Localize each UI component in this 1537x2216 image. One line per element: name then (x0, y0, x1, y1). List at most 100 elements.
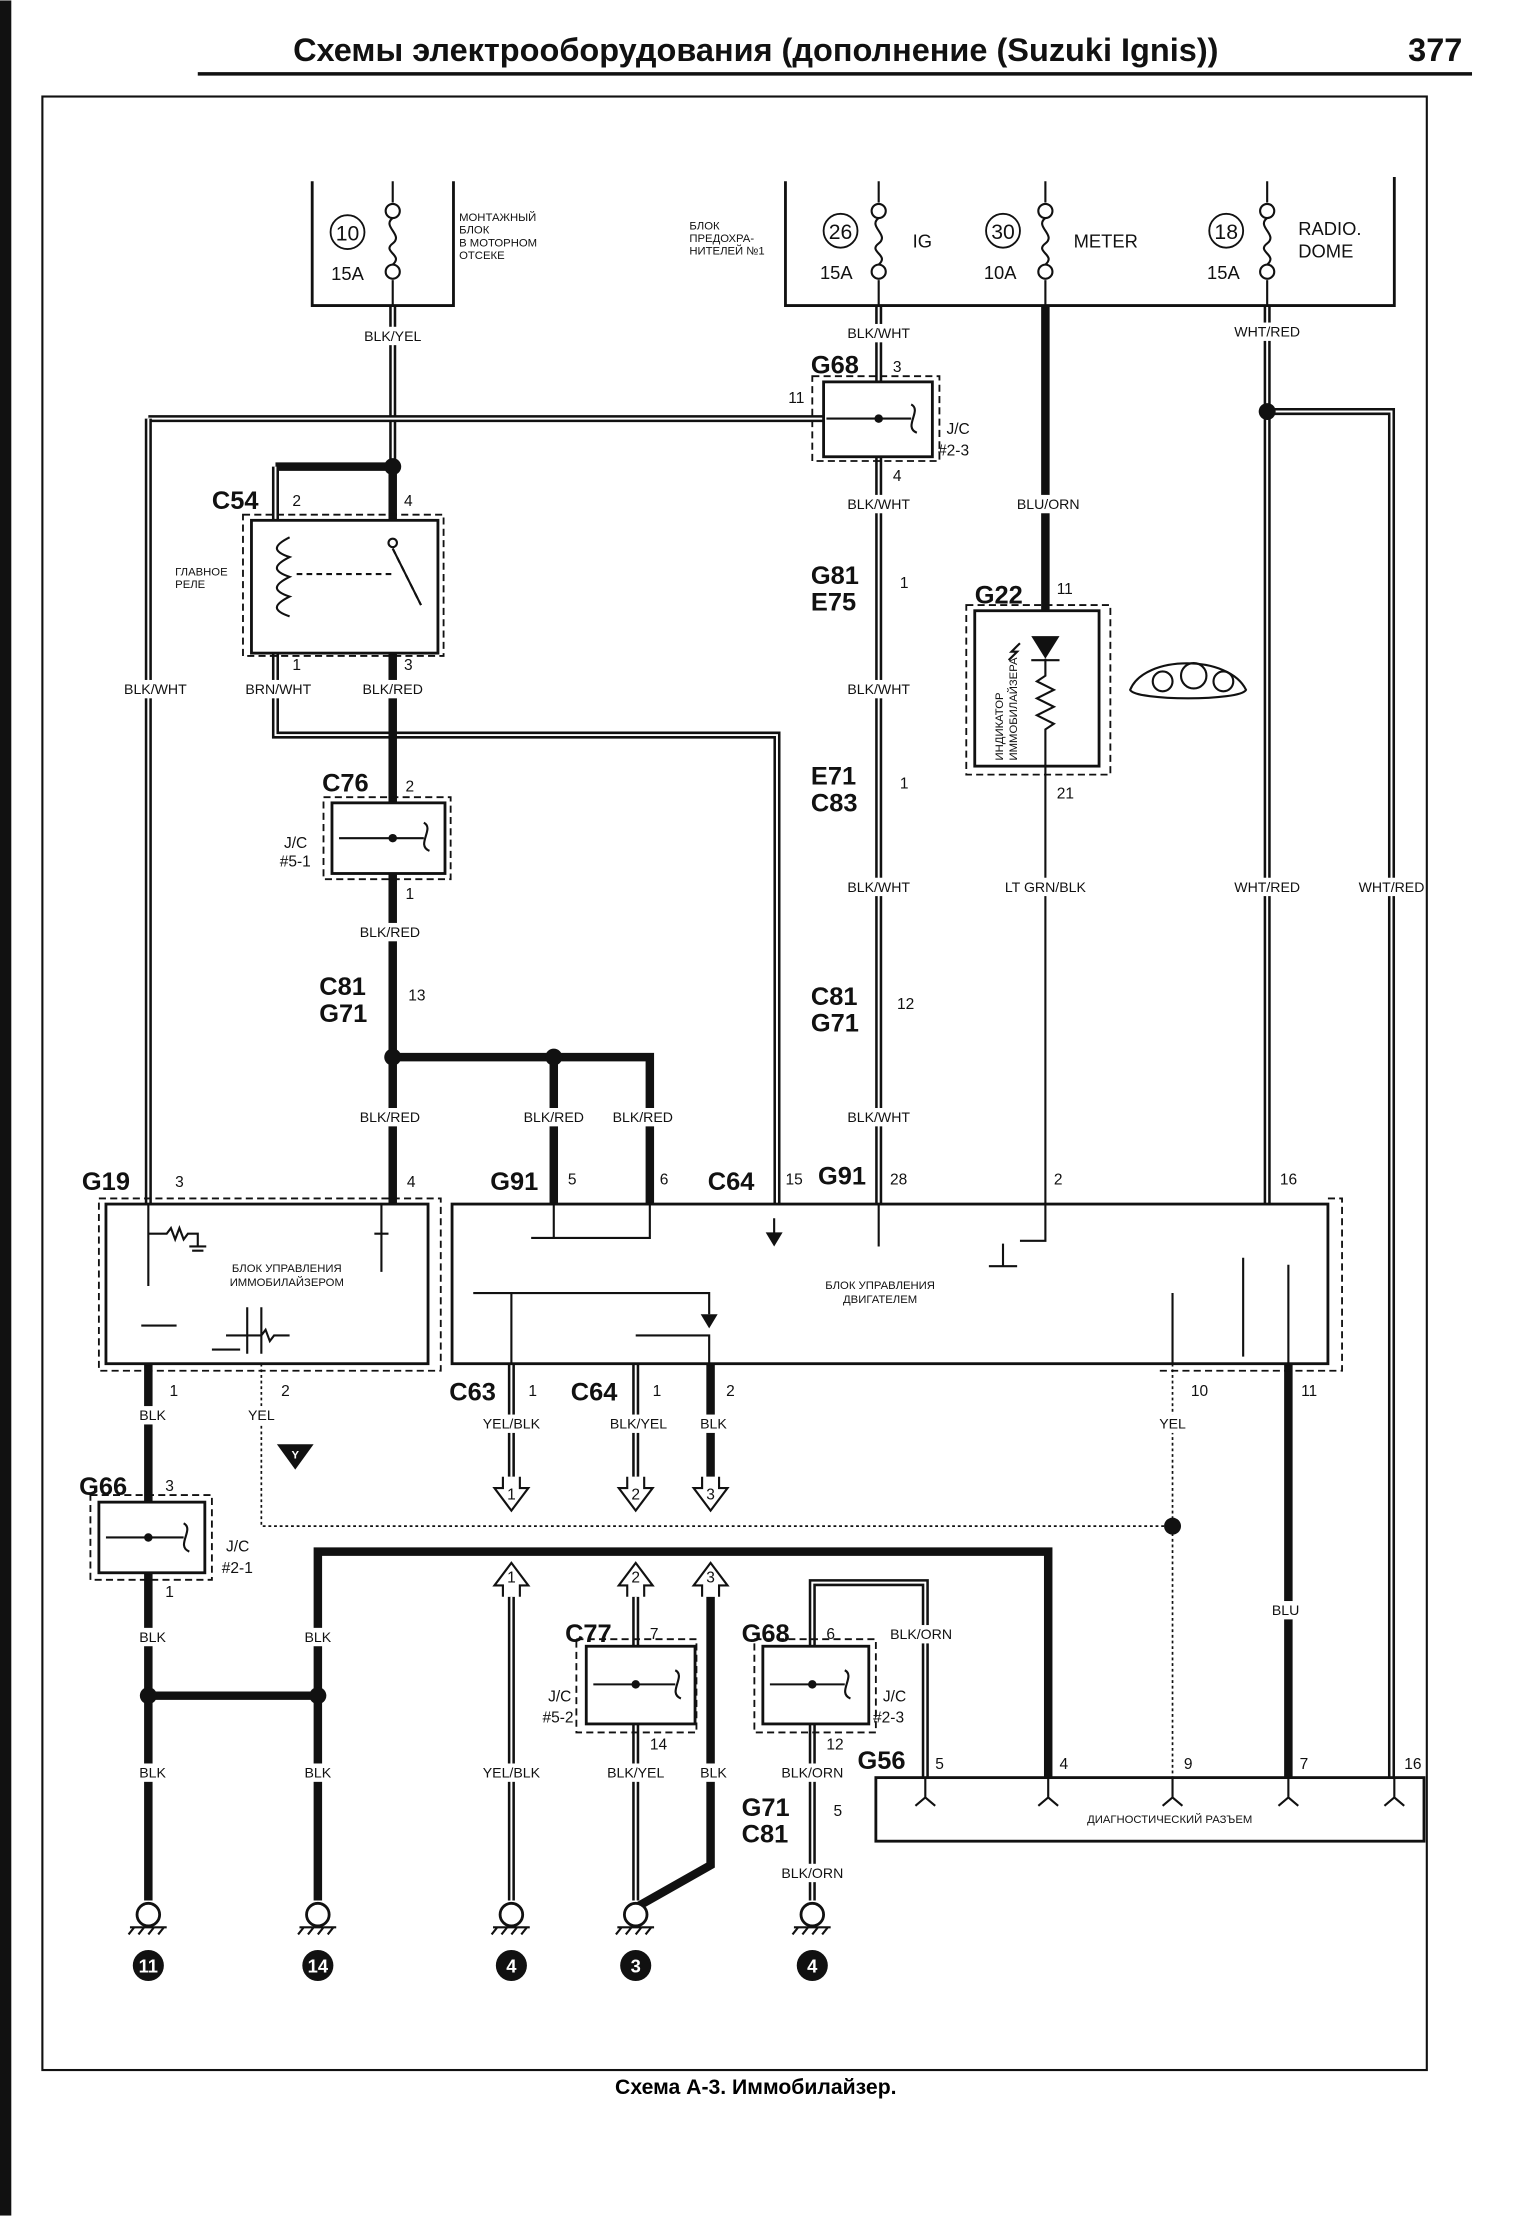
label-bg (301, 1763, 334, 1782)
arrow-label: 3 (706, 1570, 715, 1587)
wire-color-label: BLK (139, 1629, 166, 1645)
label-bg (778, 1763, 846, 1782)
label-bg (609, 1108, 677, 1127)
label-bg (1358, 877, 1425, 897)
ground-icon (135, 1901, 162, 1928)
component-label: J/C (946, 421, 969, 438)
diagram-frame (41, 95, 1428, 2072)
wire-color-label: BLK (700, 1765, 727, 1781)
pin-number: 11 (1301, 1383, 1317, 1400)
ground-symbol (791, 1926, 831, 1936)
connector-id: G91 (818, 1162, 866, 1190)
led-icon (1031, 636, 1060, 659)
fuse-name: IG (913, 231, 932, 252)
component-label: ИММОБИЛАЙЗЕРА (1007, 657, 1020, 760)
junction-connector-5-2: C77 7 14 J/C #5-2 (542, 1620, 698, 1753)
wire (260, 1363, 1173, 1528)
connector-id: C81 (319, 973, 366, 1001)
pin-number: 15 (785, 1171, 802, 1188)
label-bg (301, 1627, 334, 1647)
ground-icon (622, 1901, 649, 1928)
component-label: ДИАГНОСТИЧЕСКИЙ РАЗЪЕМ (1087, 1813, 1252, 1826)
label-bg (136, 1763, 169, 1782)
fuse-rating: 15A (331, 263, 364, 284)
pin-number: 2 (726, 1383, 735, 1400)
main-fuse-block: БЛОК ПРЕДОХРА- НИТЕЛЕЙ №1 26 15A IG 30 1… (689, 177, 1396, 308)
component-label: #2-1 (222, 1560, 253, 1577)
fuse-number-circle (329, 214, 366, 251)
connector-id: C63 (449, 1378, 496, 1406)
pin-number: 6 (826, 1626, 835, 1643)
label-bg (477, 1414, 545, 1433)
label-bg (1233, 877, 1301, 897)
ground-icon (305, 1901, 331, 1928)
ground-badge (132, 1949, 164, 1982)
wire-color-label: BLU/ORN (1017, 496, 1080, 512)
component-label: J/C (284, 835, 307, 852)
wire-color-label: BLK/RED (613, 1109, 673, 1125)
connector-id: C76 (322, 770, 369, 798)
pin-number: 2 (405, 779, 414, 796)
block-label: НИТЕЛЕЙ №1 (689, 245, 764, 258)
label-bg (845, 494, 913, 514)
component-label: РЕЛЕ (175, 579, 205, 591)
relay-coil-icon (275, 536, 293, 618)
fuse-30: 30 10A METER (984, 181, 1138, 306)
fuse-rating: 15A (820, 262, 853, 283)
wire-color-label: BLK/WHT (847, 325, 910, 341)
page-number: 377 (1408, 32, 1462, 68)
pin-number: 21 (1057, 786, 1074, 803)
arrow-label: 1 (507, 1570, 516, 1587)
label-bg (477, 1763, 545, 1782)
pin-number: 5 (935, 1756, 944, 1773)
label-bg (136, 1627, 169, 1647)
pin-number: 2 (292, 493, 301, 510)
wire-color-label: BLK/WHT (847, 496, 910, 512)
splice-dot (1164, 1517, 1182, 1535)
page-header-title: Схемы электрооборудования (дополнение (S… (293, 32, 1218, 68)
label-bg (356, 922, 424, 942)
connection-arrow-icon (691, 1561, 730, 1597)
pin-number: 14 (650, 1736, 668, 1753)
pin-number: 7 (650, 1626, 659, 1643)
connector-id: G91 (490, 1168, 538, 1196)
fuse-number: 18 (1214, 221, 1238, 244)
junction-connector-5-1: C76 2 1 J/C #5-1 (280, 770, 452, 903)
immobilizer-indicator: G22 11 21 ИНДИКАТОР ИММОБИЛАЙЗЕРА (965, 581, 1248, 803)
connector-id: G81 (811, 562, 859, 590)
main-relay: C54 2 4 1 3 ГЛАВНОЕ РЕЛЕ (175, 487, 445, 674)
fuse-name: DOME (1298, 241, 1353, 262)
fuse-rating: 15A (1207, 262, 1240, 283)
marker-y: Y (276, 1444, 314, 1470)
label-bg (359, 326, 427, 346)
scan-edge (0, 0, 12, 2216)
fuse-name: RADIO. (1298, 218, 1361, 239)
pin-number: 4 (407, 1174, 416, 1191)
label-bg (136, 1406, 169, 1425)
ground-number: 4 (807, 1956, 818, 1977)
component-label: ДВИГАТЕЛЕМ (843, 1294, 917, 1306)
pin-number: 1 (170, 1383, 179, 1400)
pin-number: 11 (1057, 581, 1073, 598)
ground-badge (796, 1949, 828, 1982)
pin-number: 10 (1191, 1383, 1209, 1400)
fuse-icon (388, 217, 397, 266)
label-bg (998, 877, 1093, 897)
label-bg (697, 1763, 730, 1782)
label-bg (1269, 1601, 1302, 1620)
connection-arrow-icon (492, 1476, 531, 1513)
wire-color-label: BLK/RED (360, 924, 420, 940)
pin-number: 1 (900, 776, 909, 793)
wire (392, 1052, 655, 1205)
pin-number: 9 (1184, 1756, 1193, 1773)
pin-number: 5 (568, 1171, 577, 1188)
connector-id: E75 (811, 589, 856, 617)
marker-label: Y (291, 1449, 299, 1461)
connector-id: C77 (565, 1620, 612, 1648)
connector-id: G71 (811, 1010, 859, 1038)
pin-number: 2 (1054, 1171, 1063, 1188)
label-bg (1014, 494, 1082, 514)
pin-number: 3 (893, 359, 902, 376)
pin-number: 1 (528, 1383, 537, 1400)
wire-color-label: BLK/YEL (607, 1765, 664, 1781)
